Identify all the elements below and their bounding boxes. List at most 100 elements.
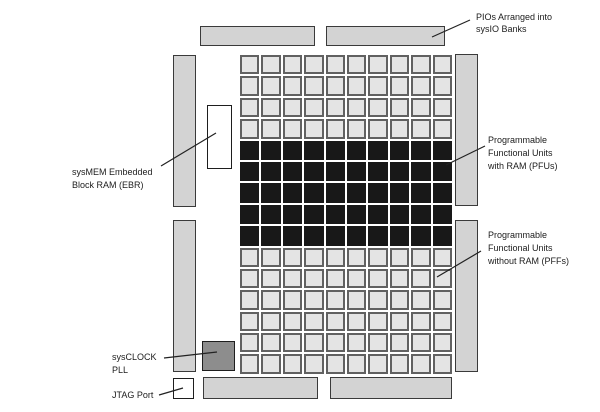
pfu-cell xyxy=(325,140,345,160)
pff-cell xyxy=(261,55,281,75)
pff-cell xyxy=(325,354,345,374)
pfu-cell xyxy=(282,204,303,225)
top-io-bank-right xyxy=(326,26,445,46)
pff-cell xyxy=(368,247,388,267)
pfu-cell xyxy=(368,204,388,225)
pfu-cell xyxy=(261,183,281,203)
pff-cell xyxy=(389,333,410,353)
pff-cell xyxy=(325,119,345,139)
pff-cell xyxy=(304,311,324,332)
pff-cell xyxy=(368,290,388,310)
pff-cell xyxy=(346,268,367,289)
pfu-cell xyxy=(304,204,324,225)
right-io-bank-bottom xyxy=(455,220,478,372)
pff-cell xyxy=(346,290,367,310)
pff-cell xyxy=(346,311,367,332)
right-io-bank-top xyxy=(455,54,478,206)
functional-unit-grid xyxy=(240,55,452,374)
pff-cell xyxy=(389,55,410,75)
pff-cell xyxy=(411,290,431,310)
pff-cell xyxy=(240,119,260,139)
pff-cell xyxy=(411,119,431,139)
pff-cell xyxy=(240,333,260,353)
pff-cell xyxy=(389,119,410,139)
left-io-bank-top xyxy=(173,55,196,207)
pfu-cell xyxy=(240,226,260,246)
pfu-cell xyxy=(240,161,260,182)
pff-cell xyxy=(432,290,452,310)
pfu-cell xyxy=(261,161,281,182)
pff-cell xyxy=(368,333,388,353)
pff-cell xyxy=(261,290,281,310)
pff-cell xyxy=(432,333,452,353)
pfu-cell xyxy=(261,204,281,225)
pfu-cell xyxy=(411,140,431,160)
pfu-cell xyxy=(282,183,303,203)
pff-cell xyxy=(389,311,410,332)
ebr-block xyxy=(207,105,232,169)
pff-cell xyxy=(261,247,281,267)
bottom-io-bank-right xyxy=(330,377,452,399)
pfu-cell xyxy=(346,226,367,246)
pff-cell xyxy=(325,97,345,118)
pff-cell xyxy=(346,247,367,267)
pff-cell xyxy=(304,290,324,310)
pff-cell xyxy=(304,268,324,289)
pfu-cell xyxy=(325,183,345,203)
pfu-cell xyxy=(432,161,452,182)
pfu-cell xyxy=(389,140,410,160)
pff-cell xyxy=(325,247,345,267)
pff-cell xyxy=(325,333,345,353)
pfu-cell xyxy=(368,183,388,203)
pfu-cell xyxy=(261,140,281,160)
pfu-cell xyxy=(432,183,452,203)
pfu-cell xyxy=(282,161,303,182)
pff-cell xyxy=(325,76,345,96)
pff-cell xyxy=(432,354,452,374)
pff-cell xyxy=(411,247,431,267)
pff-cell xyxy=(389,247,410,267)
pff-cell xyxy=(346,354,367,374)
pfu-cell xyxy=(240,140,260,160)
pff-cell xyxy=(282,290,303,310)
pff-cell xyxy=(389,290,410,310)
pff-cell xyxy=(368,55,388,75)
pff-cell xyxy=(346,333,367,353)
pff-cell xyxy=(368,311,388,332)
pff-cell xyxy=(325,268,345,289)
pff-cell xyxy=(282,76,303,96)
pff-cell xyxy=(368,354,388,374)
pfu-cell xyxy=(432,226,452,246)
pfu-cell xyxy=(432,140,452,160)
pff-cell xyxy=(346,55,367,75)
pff-cell xyxy=(432,268,452,289)
pff-cell xyxy=(432,311,452,332)
pfu-cell xyxy=(325,204,345,225)
pff-cell xyxy=(368,119,388,139)
pff-cell xyxy=(432,119,452,139)
pff-cell xyxy=(261,354,281,374)
pff-cell xyxy=(346,76,367,96)
pff-cell xyxy=(325,55,345,75)
pff-cell xyxy=(282,97,303,118)
pff-cell xyxy=(304,55,324,75)
pff-cell xyxy=(240,268,260,289)
pff-cell xyxy=(282,119,303,139)
pfu-cell xyxy=(325,226,345,246)
pio-banks-label: PIOs Arranged into sysIO Banks xyxy=(476,12,553,34)
top-io-bank-left xyxy=(200,26,315,46)
pfu-cell xyxy=(389,183,410,203)
pfu-cell xyxy=(346,161,367,182)
pfu-cell xyxy=(368,140,388,160)
pfu-cell xyxy=(304,140,324,160)
pff-cell xyxy=(282,55,303,75)
pff-cell xyxy=(282,333,303,353)
pfu-cell xyxy=(282,140,303,160)
pff-cell xyxy=(346,119,367,139)
pff-cell xyxy=(325,311,345,332)
pff-cell xyxy=(432,76,452,96)
pff-cell xyxy=(411,97,431,118)
pff-label: Programmable Functional Units without RA… xyxy=(488,230,570,266)
pff-cell xyxy=(304,354,324,374)
pff-cell xyxy=(240,97,260,118)
